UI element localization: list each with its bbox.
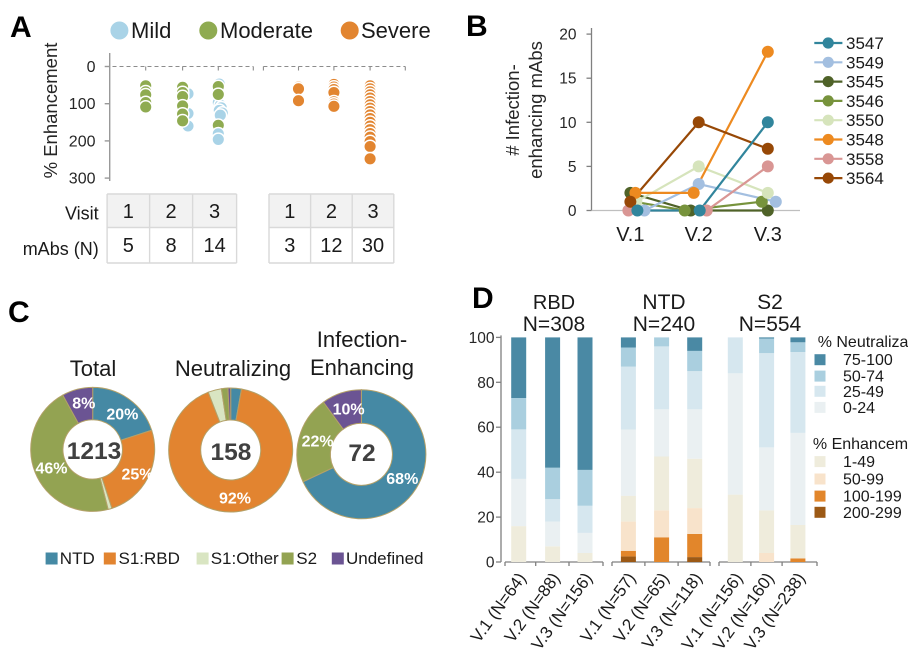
svg-text:V.3: V.3 bbox=[754, 224, 782, 246]
svg-text:60: 60 bbox=[477, 420, 495, 437]
svg-text:80: 80 bbox=[477, 375, 495, 392]
svg-text:1: 1 bbox=[123, 201, 134, 223]
svg-text:S2: S2 bbox=[296, 549, 317, 568]
svg-text:Infection-: Infection- bbox=[317, 327, 408, 352]
svg-text:3: 3 bbox=[209, 201, 220, 223]
svg-text:Total: Total bbox=[70, 356, 116, 381]
svg-text:2: 2 bbox=[166, 201, 177, 223]
svg-text:RBD: RBD bbox=[533, 292, 575, 314]
svg-text:C: C bbox=[8, 296, 30, 329]
svg-text:46%: 46% bbox=[35, 461, 67, 478]
svg-text:Severe: Severe bbox=[361, 18, 431, 43]
svg-text:Enhancing: Enhancing bbox=[310, 355, 414, 380]
svg-text:% Enhancement: % Enhancement bbox=[40, 43, 61, 179]
svg-text:S1:RBD: S1:RBD bbox=[119, 549, 180, 568]
svg-text:2: 2 bbox=[326, 201, 337, 223]
svg-text:0-24: 0-24 bbox=[843, 400, 875, 417]
svg-text:20: 20 bbox=[477, 510, 495, 527]
svg-text:N=554: N=554 bbox=[739, 313, 802, 336]
svg-text:100-199: 100-199 bbox=[843, 489, 902, 506]
svg-text:3545: 3545 bbox=[846, 73, 884, 92]
svg-text:0: 0 bbox=[568, 203, 577, 220]
svg-text:75-100: 75-100 bbox=[843, 352, 893, 369]
svg-text:20: 20 bbox=[559, 27, 577, 44]
svg-text:A: A bbox=[10, 11, 32, 44]
svg-text:3549: 3549 bbox=[846, 53, 884, 72]
svg-text:3: 3 bbox=[284, 235, 295, 257]
svg-text:D: D bbox=[472, 282, 494, 315]
svg-text:8%: 8% bbox=[72, 396, 95, 413]
svg-text:20%: 20% bbox=[106, 407, 138, 424]
svg-text:50-99: 50-99 bbox=[843, 472, 884, 489]
svg-text:enhancing mAbs: enhancing mAbs bbox=[525, 41, 546, 179]
svg-text:N=240: N=240 bbox=[633, 313, 695, 336]
svg-text:200: 200 bbox=[69, 133, 96, 150]
svg-text:30: 30 bbox=[362, 235, 384, 257]
svg-text:% Neutralization: % Neutralization bbox=[818, 334, 908, 351]
svg-text:100: 100 bbox=[69, 96, 96, 113]
svg-text:0: 0 bbox=[486, 555, 495, 572]
svg-text:V.1: V.1 bbox=[616, 224, 644, 246]
svg-text:12: 12 bbox=[320, 235, 342, 257]
svg-text:N=308: N=308 bbox=[523, 313, 585, 336]
svg-text:100: 100 bbox=[469, 330, 495, 347]
svg-text:25-49: 25-49 bbox=[843, 384, 884, 401]
svg-text:300: 300 bbox=[69, 171, 96, 188]
svg-text:B: B bbox=[466, 10, 488, 43]
svg-text:% Enhancement: % Enhancement bbox=[813, 436, 908, 453]
svg-text:8: 8 bbox=[166, 235, 177, 257]
svg-text:3548: 3548 bbox=[846, 131, 884, 150]
svg-text:10: 10 bbox=[559, 115, 577, 132]
svg-text:1213: 1213 bbox=[67, 438, 122, 465]
svg-text:V.2: V.2 bbox=[685, 224, 713, 246]
svg-text:NTD: NTD bbox=[60, 549, 95, 568]
svg-text:Neutralizing: Neutralizing bbox=[175, 356, 291, 381]
svg-text:3: 3 bbox=[367, 201, 378, 223]
svg-text:15: 15 bbox=[559, 71, 576, 88]
svg-text:0: 0 bbox=[87, 59, 96, 76]
svg-text:14: 14 bbox=[203, 235, 225, 257]
svg-text:1: 1 bbox=[284, 201, 295, 223]
svg-text:Mild: Mild bbox=[131, 18, 171, 43]
svg-text:Moderate: Moderate bbox=[220, 18, 313, 43]
svg-text:S2: S2 bbox=[757, 291, 783, 314]
svg-text:50-74: 50-74 bbox=[843, 369, 884, 386]
svg-text:5: 5 bbox=[568, 159, 577, 176]
svg-text:25%: 25% bbox=[121, 466, 153, 483]
svg-text:Undefined: Undefined bbox=[346, 549, 424, 568]
svg-text:10%: 10% bbox=[333, 402, 365, 419]
svg-text:3547: 3547 bbox=[846, 34, 884, 53]
svg-text:3546: 3546 bbox=[846, 92, 884, 111]
svg-text:22%: 22% bbox=[302, 434, 334, 451]
svg-text:1-49: 1-49 bbox=[843, 454, 875, 471]
svg-text:NTD: NTD bbox=[642, 291, 685, 314]
svg-text:# Infection-: # Infection- bbox=[502, 64, 523, 156]
svg-text:Visit: Visit bbox=[65, 204, 99, 224]
svg-text:40: 40 bbox=[477, 465, 495, 482]
svg-text:5: 5 bbox=[123, 235, 134, 257]
svg-text:mAbs (N): mAbs (N) bbox=[23, 239, 99, 259]
svg-text:200-299: 200-299 bbox=[843, 505, 902, 522]
svg-text:72: 72 bbox=[348, 440, 375, 467]
svg-text:S1:Other: S1:Other bbox=[211, 549, 279, 568]
svg-text:3550: 3550 bbox=[846, 111, 884, 130]
svg-text:3558: 3558 bbox=[846, 150, 884, 169]
svg-text:158: 158 bbox=[211, 439, 252, 466]
svg-text:3564: 3564 bbox=[846, 169, 884, 188]
svg-text:68%: 68% bbox=[386, 471, 418, 488]
svg-text:92%: 92% bbox=[219, 491, 251, 508]
